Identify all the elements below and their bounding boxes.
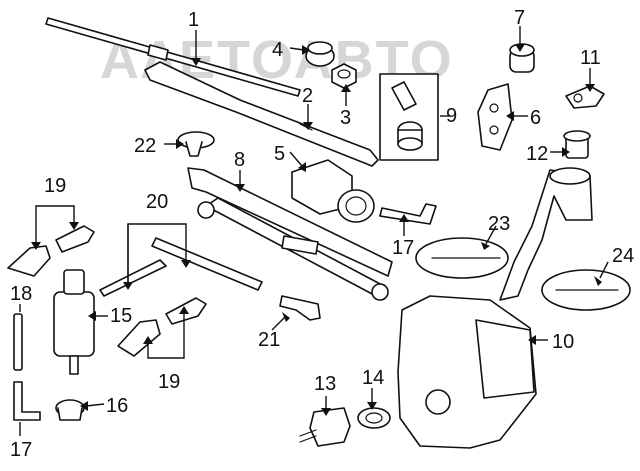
grommet-7 [509, 43, 535, 73]
reservoir-10 [397, 295, 537, 449]
callout-labels: 1 2 3 4 5 6 7 8 9 10 11 12 13 14 15 16 1… [10, 7, 634, 461]
connector-21 [279, 295, 321, 321]
hose-elbow-17-bottom [13, 381, 41, 421]
callout-15: 15 [110, 305, 132, 327]
callout-19-bottom: 19 [158, 371, 180, 393]
leader-lines [19, 26, 609, 436]
nozzle-19-left [7, 225, 95, 277]
callout-16: 16 [106, 395, 128, 417]
callout-20: 20 [146, 191, 168, 213]
filler-neck [499, 167, 593, 301]
callout-5: 5 [274, 143, 285, 165]
wiper-blade-1 [45, 17, 301, 97]
callout-6: 6 [530, 107, 541, 129]
wiper-linkage-8 [187, 167, 393, 301]
wiper-arm-2 [144, 61, 379, 167]
callout-9: 9 [446, 105, 457, 127]
callout-24: 24 [612, 245, 634, 267]
callout-4: 4 [272, 39, 283, 61]
callout-21: 21 [258, 329, 280, 351]
callout-1: 1 [188, 9, 199, 31]
grommet-14 [357, 407, 391, 429]
bushing-kit-9 [379, 73, 439, 161]
callout-23: 23 [488, 213, 510, 235]
arrowheads [31, 44, 602, 416]
callout-3: 3 [340, 107, 351, 129]
callout-7: 7 [514, 7, 525, 29]
washer-pump-15 [53, 269, 95, 375]
filler-cap-12 [563, 130, 591, 159]
callout-8: 8 [234, 149, 245, 171]
callout-22: 22 [134, 135, 156, 157]
callout-17-top: 17 [392, 237, 414, 259]
callout-19-top: 19 [44, 175, 66, 197]
callout-17-bottom: 17 [10, 439, 32, 461]
callout-2: 2 [302, 85, 313, 107]
level-sensor-13 [299, 407, 351, 447]
callout-14: 14 [362, 367, 384, 389]
hose-elbow-17-top [379, 203, 437, 225]
clip-22 [177, 131, 215, 157]
nozzle-23 [415, 237, 509, 279]
callout-12: 12 [526, 143, 548, 165]
cap-4 [305, 41, 335, 67]
callout-13: 13 [314, 373, 336, 395]
callout-18: 18 [10, 283, 32, 305]
nozzle-24 [541, 269, 631, 311]
wiper-motor-5 [291, 159, 375, 223]
rod-18 [13, 313, 23, 371]
grommet-16 [55, 399, 85, 421]
bracket-6 [477, 83, 513, 151]
hoses-20 [99, 237, 263, 297]
callout-10: 10 [552, 331, 574, 353]
clip-11 [565, 85, 605, 109]
nut-3 [331, 63, 357, 89]
callout-11: 11 [580, 47, 601, 69]
